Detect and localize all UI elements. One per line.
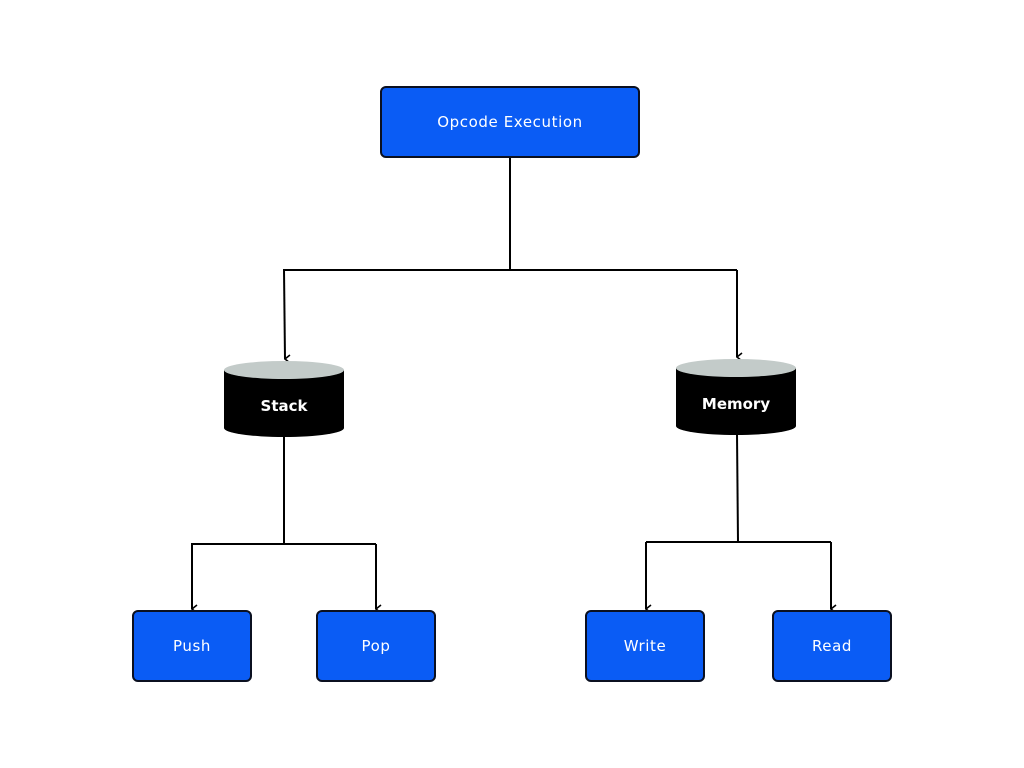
edge-memory-trunk: [736, 433, 739, 543]
store-memory-top: [676, 359, 796, 377]
store-stack-top: [224, 361, 344, 379]
node-opcode-execution-box: [380, 86, 640, 158]
node-opcode-execution-label: Opcode Execution: [437, 113, 582, 131]
node-write: Write: [585, 610, 705, 682]
node-read-box: [772, 610, 892, 682]
node-write-label: Write: [624, 637, 667, 655]
node-push: Push: [132, 610, 252, 682]
node-push-label: Push: [173, 637, 211, 655]
node-pop: Pop: [316, 610, 436, 682]
edges-memory-to-leaves: [645, 433, 831, 609]
node-read: Read: [772, 610, 892, 682]
edges-stack-to-leaves: [191, 436, 376, 609]
store-memory: Memory: [676, 359, 796, 435]
store-memory-label: Memory: [702, 395, 770, 413]
node-read-label: Read: [812, 637, 852, 655]
store-memory-body: [676, 368, 796, 435]
node-pop-label: Pop: [361, 637, 390, 655]
store-stack: Stack: [224, 361, 344, 437]
arrow-to-stack: [283, 269, 285, 359]
store-stack-label: Stack: [261, 397, 309, 415]
store-stack-body: [224, 370, 344, 437]
node-push-box: [132, 610, 252, 682]
node-pop-box: [316, 610, 436, 682]
node-opcode-execution: Opcode Execution: [380, 86, 640, 158]
edges-root-to-stores: [283, 157, 737, 359]
node-write-box: [585, 610, 705, 682]
